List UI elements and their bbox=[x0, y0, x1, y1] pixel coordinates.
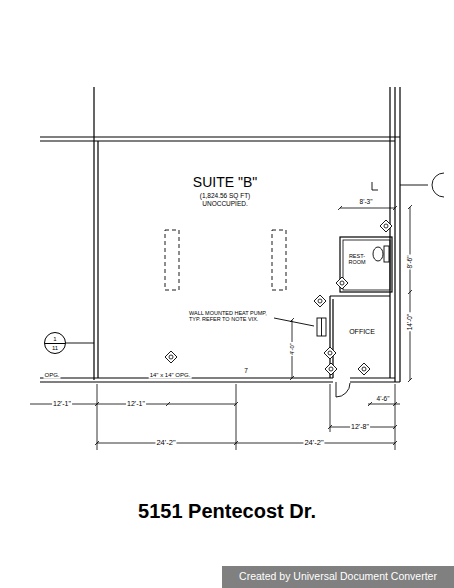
suite-area: SUITE "B" (1,824.56 SQ FT)UNOCCUPIED. REST… bbox=[98, 141, 390, 378]
dimension-line bbox=[408, 205, 412, 382]
section-leader bbox=[66, 343, 94, 344]
dimension-line bbox=[338, 206, 397, 210]
tag-diamond bbox=[325, 363, 337, 375]
room-box: OFFICE bbox=[333, 299, 390, 378]
toilet-symbol bbox=[373, 247, 383, 261]
dimension-lines bbox=[30, 205, 412, 450]
light-fixture bbox=[272, 230, 286, 290]
tag-diamond bbox=[358, 363, 370, 375]
room-box: REST-ROOM bbox=[343, 240, 390, 290]
watermark: Created by Universal Document Converter bbox=[239, 571, 437, 583]
note-text: WALL MOUNTED HEAT PUMP, TYP. REFER TO NO… bbox=[189, 310, 271, 322]
edge-mark bbox=[372, 182, 378, 190]
callout-number: 11 bbox=[52, 345, 58, 352]
room-name: OFFICE bbox=[349, 328, 375, 336]
section-mark bbox=[400, 173, 444, 197]
room-name: REST-ROOM bbox=[346, 253, 368, 265]
tag-number: 7 bbox=[244, 367, 248, 374]
bottom-wall bbox=[40, 378, 400, 382]
fixtures bbox=[66, 173, 444, 397]
walls bbox=[40, 87, 400, 382]
door-swing bbox=[336, 382, 350, 397]
dimension-text: 12'-1" bbox=[126, 400, 146, 408]
dimension-text: 24'-2" bbox=[155, 439, 176, 447]
caption: 5151 Pentecost Dr. bbox=[138, 500, 316, 523]
tag-diamond bbox=[380, 220, 392, 232]
left-wall bbox=[94, 87, 98, 380]
light-fixture bbox=[165, 230, 179, 290]
restroom-wall bbox=[343, 240, 390, 290]
room-note: (1,824.56 SQ FT) bbox=[200, 192, 251, 199]
right-wall bbox=[390, 87, 400, 382]
dimension-text: OPG. bbox=[43, 372, 60, 379]
room-note: UNOCCUPIED. bbox=[202, 200, 248, 207]
office-partition bbox=[330, 296, 390, 378]
dimension-text: 4'-6" bbox=[377, 395, 390, 402]
toilet-tank bbox=[384, 246, 389, 262]
section-callout: 111 bbox=[44, 332, 66, 354]
dimension-text: 24'-2" bbox=[303, 439, 324, 447]
dimension-text: 14" x 14" OPG. bbox=[149, 372, 192, 379]
tag-diamond bbox=[165, 351, 177, 363]
extension-line bbox=[97, 384, 395, 450]
tag-diamond bbox=[324, 347, 336, 359]
heat-pump bbox=[321, 318, 322, 336]
callout-divider bbox=[45, 343, 65, 344]
watermark-bar bbox=[222, 566, 454, 588]
dimension-text: 12'-1" bbox=[52, 400, 72, 408]
dimension-text: 12'-8" bbox=[350, 423, 370, 431]
dimension-text: 14'-0" bbox=[406, 313, 413, 332]
dimension-text: 8'-6" bbox=[406, 255, 413, 270]
room-name: SUITE "B" bbox=[193, 175, 257, 190]
callout-number: 1 bbox=[53, 335, 56, 342]
heat-pump bbox=[317, 318, 326, 336]
leader-line bbox=[274, 318, 314, 326]
tag-diamonds bbox=[165, 220, 392, 375]
dimension-text: 4'-0" bbox=[289, 342, 296, 356]
dimension-line bbox=[95, 441, 397, 445]
tag-diamond bbox=[336, 277, 348, 289]
tag-diamond bbox=[314, 295, 326, 307]
dimension-text: 8'-3" bbox=[360, 198, 373, 205]
